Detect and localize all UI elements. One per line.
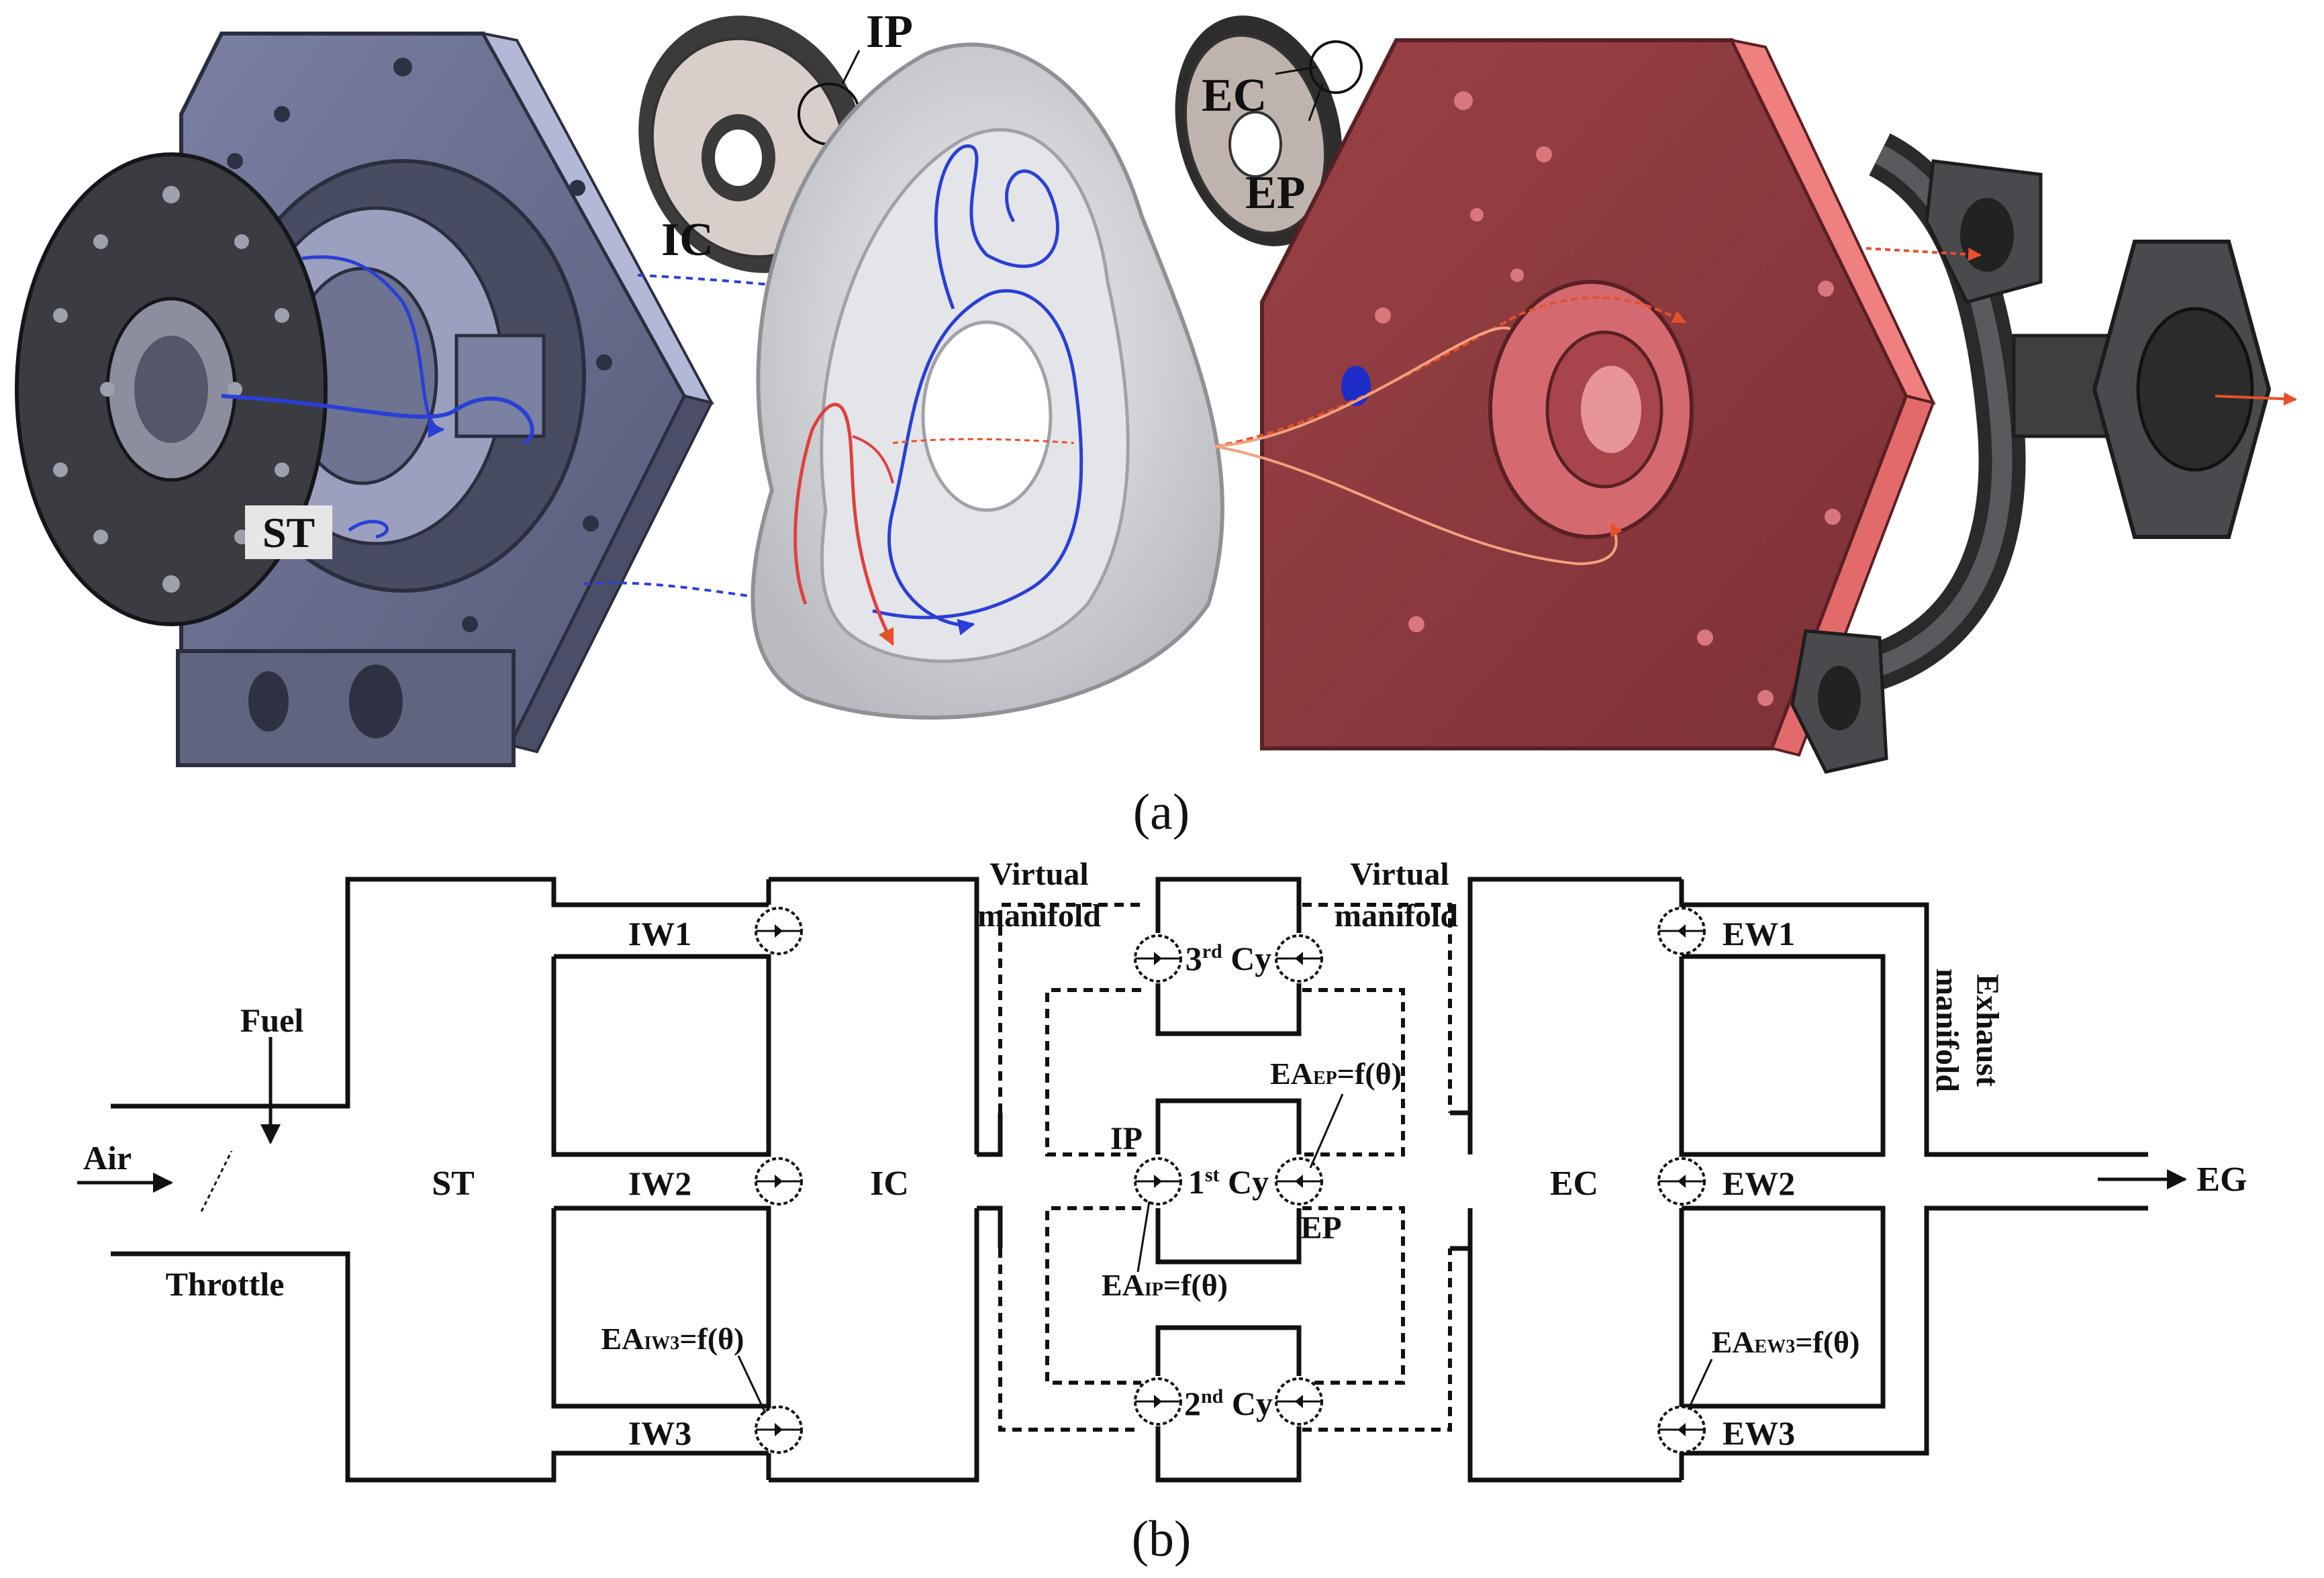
ew2-label: EW2 — [1723, 1165, 1795, 1202]
virtual-manifold-left-outer-top — [998, 903, 1141, 1113]
exhaust-manifold-top — [1679, 879, 2148, 1157]
cylinder-1-label: 1st Cy — [1188, 1163, 1269, 1201]
valve-cy1-exhaust — [1275, 1157, 1323, 1205]
ec-port-bottom — [1450, 1208, 1473, 1251]
panel-b-schematic: Fuel Air Throttle ST IW1 IW2 IW3 EAIW3=f… — [77, 856, 2247, 1483]
throttle-label: Throttle — [166, 1265, 285, 1303]
valve-cy1-intake — [1134, 1157, 1182, 1205]
rotor-housing — [751, 42, 1224, 720]
virtual-manifold-right-inner-top — [1302, 988, 1405, 1156]
cylinder-3-top — [1155, 877, 1302, 933]
intake-pipe-bottom — [111, 1251, 769, 1483]
valve-ew3 — [1657, 1406, 1706, 1454]
iw1-label: IW1 — [628, 915, 691, 952]
virtual-manifold-right-line1: Virtual — [1350, 856, 1449, 892]
ec-label: EC — [1550, 1165, 1598, 1203]
ep-label: EP — [1300, 1210, 1341, 1246]
exhaust-housing — [1214, 38, 1936, 757]
virtual-manifold-left-inner-bottom — [1045, 1206, 1141, 1385]
ec-bottom-wall — [1467, 1208, 1682, 1483]
ic-callout: IC — [661, 214, 714, 266]
ip-callout: IP — [866, 6, 913, 58]
exhaust-manifold-line1: Exhaust — [1970, 974, 2005, 1087]
virtual-manifold-left-line2: manifold — [977, 898, 1101, 934]
virtual-manifold-right-inner-bottom — [1302, 1206, 1405, 1385]
ic-port-bottom — [977, 1205, 1003, 1248]
ea-iw3-label: EAIW3=f(θ) — [601, 1322, 744, 1356]
ic-top-wall — [769, 877, 979, 1154]
valve-ew1 — [1657, 907, 1706, 955]
valve-cy2-exhaust — [1275, 1377, 1323, 1426]
ea-ip-label: EAIP=f(θ) — [1102, 1268, 1228, 1302]
valve-cy3-exhaust — [1275, 934, 1323, 983]
virtual-manifold-right-line2: manifold — [1335, 898, 1458, 934]
iw2-label: IW2 — [628, 1165, 691, 1202]
ea-ep-leader — [1309, 1093, 1344, 1169]
st-label: ST — [432, 1165, 475, 1203]
intake-housing — [15, 32, 714, 767]
exhaust-port-inset — [1175, 15, 1363, 246]
valve-iw2 — [755, 1157, 803, 1205]
cylinder-1-bottom — [1155, 1208, 1302, 1265]
valve-cy3-intake — [1134, 934, 1182, 983]
exhaust-pipe — [1790, 133, 2297, 774]
ew-lower-box — [1679, 1205, 1886, 1409]
valve-iw3 — [755, 1406, 803, 1454]
ew-upper-box — [1679, 954, 1886, 1157]
ip-label: IP — [1110, 1121, 1143, 1156]
eg-label: EG — [2196, 1161, 2247, 1199]
cylinder-2-bottom — [1155, 1426, 1302, 1483]
ea-ep-label: EAEP=f(θ) — [1270, 1056, 1402, 1091]
ec-callout: EC — [1202, 70, 1267, 121]
iw-upper-box — [551, 954, 771, 1157]
exhaust-manifold-bottom — [1679, 1205, 2148, 1480]
ea-iw3-leader — [737, 1355, 767, 1414]
iw-lower-box — [551, 1205, 771, 1409]
cylinder-3-label: 3rd Cy — [1185, 940, 1272, 977]
virtual-manifold-right-outer-bottom — [1302, 1248, 1452, 1432]
air-label: Air — [83, 1139, 132, 1177]
st-callout: ST — [262, 509, 315, 556]
ea-ew3-label: EAEW3=f(θ) — [1712, 1325, 1860, 1359]
virtual-manifold-left-outer-bottom — [998, 1248, 1141, 1432]
ic-label: IC — [870, 1165, 909, 1203]
cylinder-2-label: 2nd Cy — [1184, 1385, 1273, 1422]
ew3-label: EW3 — [1723, 1414, 1795, 1452]
cylinder-1-top — [1155, 1098, 1302, 1154]
ic-bottom-wall — [769, 1208, 979, 1483]
panel-a-3d-model: ST IP IC — [15, 6, 2297, 774]
caption-a: (a) — [1133, 784, 1190, 840]
ea-ew3-leader — [1687, 1359, 1713, 1410]
virtual-manifold-left-line1: Virtual — [989, 856, 1089, 892]
ec-port-top — [1450, 1110, 1473, 1154]
caption-b: (b) — [1132, 1511, 1192, 1567]
virtual-manifold-right-outer-top — [1302, 903, 1452, 1113]
iw3-label: IW3 — [628, 1414, 691, 1452]
exhaust-manifold-line2: manifold — [1929, 969, 1965, 1092]
st-callout-box — [245, 505, 332, 559]
cylinder-3-bottom — [1155, 983, 1302, 1036]
valve-iw1 — [755, 907, 803, 955]
fuel-label: Fuel — [240, 1001, 304, 1039]
throttle-plate — [200, 1150, 233, 1212]
ec-top-wall — [1467, 877, 1682, 1154]
cylinder-2-top — [1155, 1325, 1302, 1376]
valve-ew2 — [1657, 1157, 1706, 1205]
ep-callout: EP — [1245, 167, 1305, 219]
valve-cy2-intake — [1134, 1377, 1182, 1426]
ew1-label: EW1 — [1723, 915, 1795, 952]
ic-port-top — [977, 1113, 1003, 1157]
ea-ip-leader — [1136, 1201, 1151, 1273]
intake-pipe-top — [111, 877, 769, 1109]
